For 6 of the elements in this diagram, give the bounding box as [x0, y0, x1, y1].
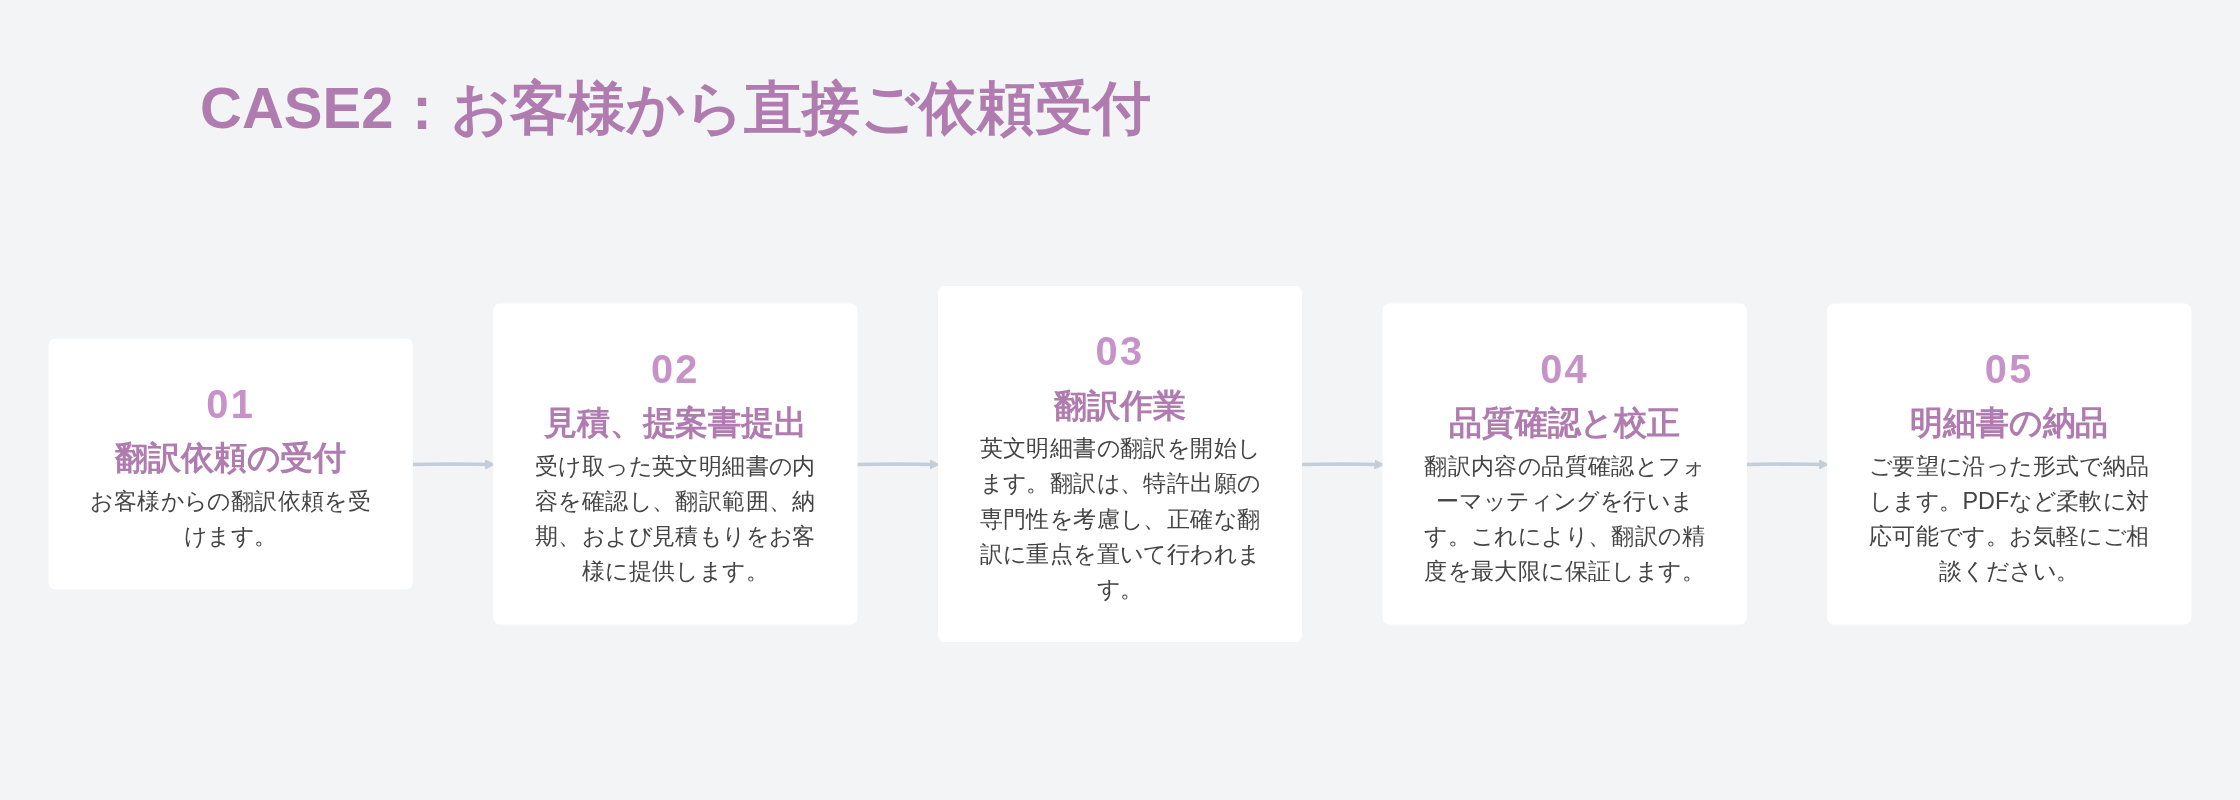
- step-card: 05 明細書の納品 ご要望に沿った形式で納品します。PDFなど柔軟に対応可能です。お気軽にご相談ください。: [1827, 303, 2192, 625]
- step-card: 02 見積、提案書提出 受け取った英文明細書の内容を確認し、翻訳範囲、納期、および見積もりをお客様に提供します。: [493, 303, 858, 625]
- step-card: 01 翻訳依頼の受付 お客様からの翻訳依頼を受けます。: [48, 338, 413, 590]
- diagram-title: CASE2：お客様から直接ご依頼受付: [200, 74, 1152, 142]
- step-card: 04 品質確認と校正 翻訳内容の品質確認とフォーマッティングを行います。これにより、翻訳の精度を最大限に保証します。: [1382, 303, 1747, 625]
- step-card: 03 翻訳作業 英文明細書の翻訳を開始します。翻訳は、特許出願の専門性を考慮し、正確な翻訳に重点を置いて行われます。: [938, 286, 1302, 642]
